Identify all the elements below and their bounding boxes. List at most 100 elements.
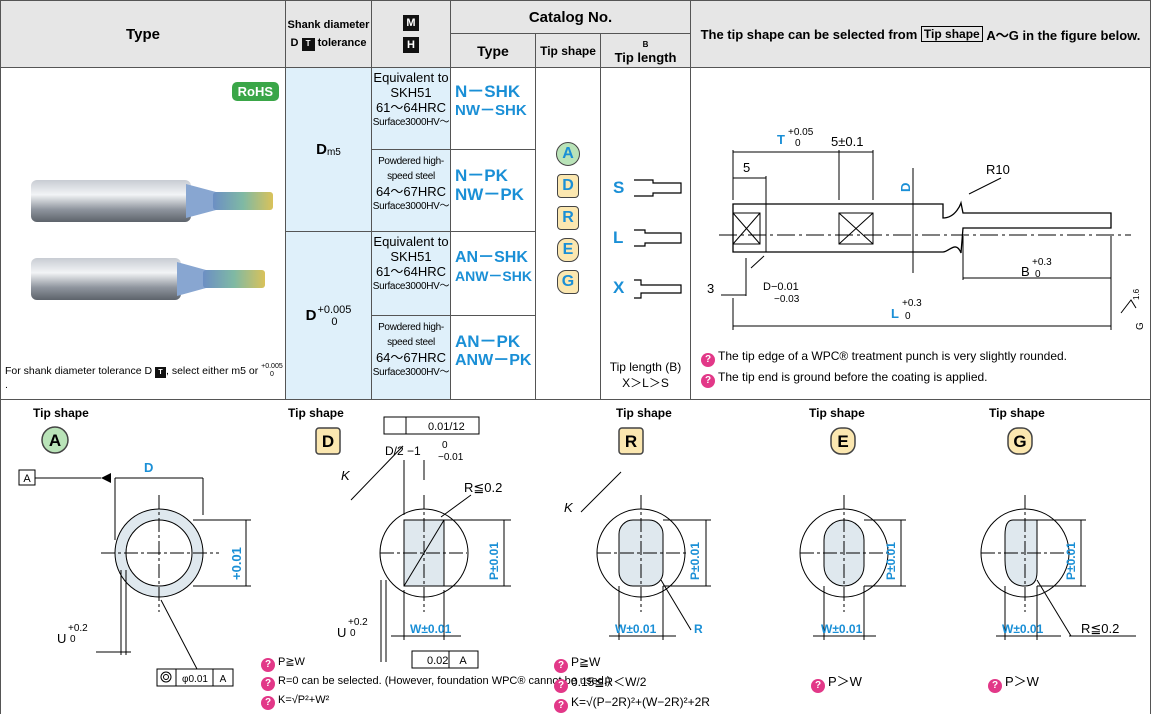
dim-l: L — [891, 306, 899, 321]
panel-a-conc-datum: A — [220, 674, 227, 685]
code-nw-pk: NW－PK — [455, 185, 524, 204]
panel-a-u-lower: 0 — [70, 634, 76, 645]
dim-b: B — [1021, 264, 1030, 279]
tip-shape-a-badge: A — [556, 142, 580, 166]
panel-a-d: D — [144, 460, 153, 475]
note-d-2: R=0 can be selected. (However, foundatio… — [278, 675, 611, 687]
mat-3-l3: 61～64HRC — [375, 264, 447, 279]
notes-e: ?P＞W — [811, 671, 862, 693]
tip-length-note: Tip length (B) X＞L＞S — [601, 359, 690, 391]
h-icon: H — [403, 37, 419, 53]
panel-d-letter: D — [322, 432, 334, 451]
header-shank-line1: Shank diameter — [287, 19, 370, 31]
dim-five-tol: 5±0.1 — [831, 134, 863, 149]
shank-note-lower: 0 — [269, 371, 274, 378]
header-type: Type — [0, 0, 286, 68]
mat-3-l2: SKH51 — [390, 249, 432, 264]
diameter-tol-cell: D +0.005 0 — [285, 231, 372, 400]
panel-r-w: W±0.01 — [615, 622, 657, 636]
dim-d: D — [898, 183, 913, 192]
punch-drawing-cell: T +0.05 0 5±0.1 5 R10 D B +0.3 0 3 D−0.0… — [690, 67, 1151, 400]
dim-r10: R10 — [986, 162, 1010, 177]
panel-r-p: P±0.01 — [688, 542, 702, 580]
panel-d-k: K — [341, 468, 351, 483]
dim-three: 3 — [707, 281, 714, 296]
panel-e-title: Tip shape — [809, 406, 865, 420]
panel-e-p: P±0.01 — [884, 542, 898, 580]
note-d-1: P≧W — [278, 656, 305, 668]
diameter-tol-lower: 0 — [331, 315, 338, 328]
header-right-box: Tip shape — [920, 26, 983, 42]
info-icon: ? — [554, 699, 568, 713]
header-shank: Shank diameter D T tolerance — [285, 0, 372, 68]
shank-note-text: For shank diameter tolerance D — [5, 364, 153, 377]
panel-a-flag: A — [23, 473, 31, 485]
note-r-2: 0.15≦R＜W/2 — [571, 675, 647, 689]
panel-a-u-upper: +0.2 — [68, 623, 88, 634]
code-anw-shk: ANW－SHK — [455, 268, 532, 284]
t-icon: T — [301, 37, 315, 51]
info-icon: ? — [554, 679, 568, 693]
panel-d-r-le: R≦0.2 — [464, 480, 502, 495]
info-icon: ? — [811, 679, 825, 693]
panel-d-u: U — [337, 625, 346, 640]
material-row-4: Powdered high- speed steel 64～67HRC Surf… — [371, 315, 451, 400]
panel-r-letter: R — [625, 432, 637, 451]
panel-d-d-half-low: −0.01 — [438, 452, 464, 463]
panel-e-w: W±0.01 — [821, 622, 863, 636]
shank-note-upper: +0.005 — [261, 363, 283, 370]
panel-a-p: +0.01 — [229, 547, 244, 580]
panel-r-k: K — [564, 500, 574, 515]
note-d-3: K=√P²+W² — [278, 694, 330, 706]
panel-g-p: P±0.01 — [1064, 542, 1078, 580]
tip-length-note-2: X＞L＞S — [622, 376, 669, 390]
mat-4-l4: Surface3000HV～ — [372, 367, 450, 378]
tip-shape-panels: Tip shape Tip shape Tip shape Tip shape … — [0, 399, 1151, 714]
dim-t-upper: +0.05 — [788, 127, 814, 138]
panel-d-flatness: 0.01/12 — [428, 421, 465, 433]
panel-g-r-le: R≦0.2 — [1081, 621, 1119, 636]
header-tip-shape-label: Tip shape — [540, 43, 596, 58]
notes-g: ?P＞W — [988, 671, 1039, 693]
mat-4-l2: speed steel — [387, 337, 435, 348]
panel-r-title: Tip shape — [616, 406, 672, 420]
tip-shape-g-badge: G — [557, 270, 579, 294]
code-an-pk: AN－PK — [455, 332, 521, 351]
code-cell-3: AN－SHK ANW－SHK — [450, 231, 536, 316]
material-row-2: Powdered high- speed steel 64～67HRC Surf… — [371, 149, 451, 232]
diameter-m5-sub: m5 — [326, 147, 341, 158]
dim-d-tol-upper: D−0.01 — [763, 281, 799, 293]
note-g-1: P＞W — [1005, 674, 1039, 689]
info-icon: ? — [988, 679, 1002, 693]
info-icon: ? — [261, 696, 275, 710]
dim-b-lower: 0 — [1035, 269, 1041, 280]
tip-length-l: L — [613, 228, 623, 247]
note-e-1: P＞W — [828, 674, 862, 689]
panel-r-r: R — [694, 622, 703, 636]
mat-1-l3: 61～64HRC — [375, 100, 447, 115]
shank-note: For shank diameter tolerance D T, select… — [5, 363, 283, 391]
panel-d-d-half: D/2 −1 — [385, 444, 421, 458]
shank-note-suffix: , select either m5 or — [166, 364, 259, 377]
dim-b-upper: +0.3 — [1032, 257, 1052, 268]
note-2: The tip end is ground before the coating… — [718, 370, 988, 384]
m-icon: M — [403, 15, 419, 31]
dim-l-upper: +0.3 — [902, 298, 922, 309]
panel-a-title: Tip shape — [33, 406, 89, 420]
punch-drawing: T +0.05 0 5±0.1 5 R10 D B +0.3 0 3 D−0.0… — [707, 127, 1146, 330]
panel-d-p: P±0.01 — [487, 542, 501, 580]
notes-r: ?P≧W ?0.15≦R＜W/2 ?K=√(P−2R)²+(W−2R)²+2R — [554, 653, 710, 713]
panel-d-u-upper: +0.2 — [348, 617, 368, 628]
panel-e-letter: E — [837, 432, 848, 451]
info-icon: ? — [261, 677, 275, 691]
tip-length-cell: S L X Tip length (B) X＞L＞S — [600, 67, 691, 400]
panel-g-letter: G — [1013, 432, 1026, 451]
panel-d-sym: 0.02 — [427, 655, 448, 667]
note-1: The tip edge of a WPC® treatment punch i… — [718, 349, 1068, 363]
code-n-shk: N－SHK — [455, 82, 521, 101]
tip-shape-r-badge: R — [557, 206, 579, 230]
header-right-suffix: A～G in the figure below. — [986, 27, 1141, 43]
dim-d-tol-lower: −0.03 — [774, 294, 800, 305]
mat-2-l3: 64～67HRC — [375, 184, 447, 199]
